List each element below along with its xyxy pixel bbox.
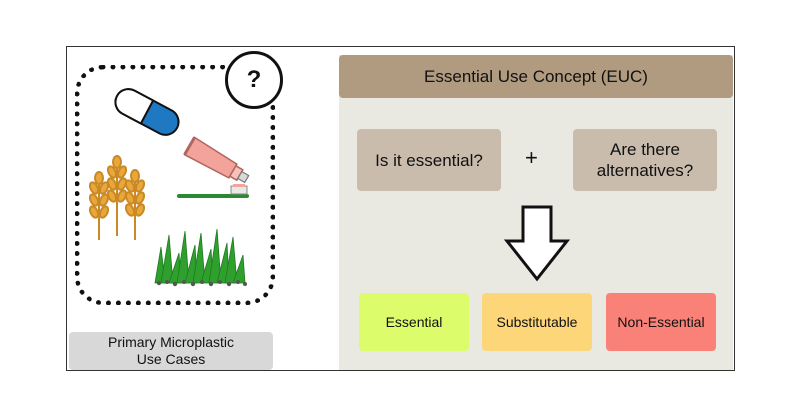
substitutable-result: Substitutable: [482, 293, 592, 351]
alternatives-question-line-2: alternatives?: [596, 161, 694, 180]
essential-question-label: Is it essential?: [375, 150, 483, 170]
dotted-boundary: [75, 65, 275, 305]
essential-result-label: Essential: [385, 314, 443, 330]
euc-header: Essential Use Concept (EUC): [339, 55, 733, 98]
plus-sign: +: [525, 145, 538, 170]
alternatives-question-line-1: Are there: [610, 140, 680, 159]
down-arrow-icon: [503, 205, 571, 282]
left-panel: ?: [67, 47, 333, 370]
caption-line-2: Use Cases: [136, 351, 206, 367]
wheat-icon: [88, 155, 146, 240]
figure-frame: ?: [66, 46, 735, 371]
use-cases-caption: Primary Microplastic Use Cases: [69, 332, 273, 370]
toothbrush-icon: [177, 184, 249, 198]
question-circle: ?: [225, 51, 283, 109]
substitutable-result-label: Substitutable: [496, 314, 578, 330]
toothpaste-icon: [183, 136, 250, 184]
capsule-icon: [114, 88, 180, 136]
essential-result: Essential: [359, 293, 469, 351]
grass-icon: [154, 228, 247, 287]
caption-line-1: Primary Microplastic: [107, 334, 234, 350]
essential-question-box: Is it essential?: [357, 129, 501, 191]
euc-header-label: Essential Use Concept (EUC): [424, 66, 648, 86]
question-mark: ?: [246, 66, 262, 93]
non-essential-result: Non-Essential: [606, 293, 716, 351]
alternatives-question-box: Are there alternatives?: [573, 129, 717, 191]
non-essential-result-label: Non-Essential: [617, 314, 705, 330]
euc-panel: Essential Use Concept (EUC) Is it essent…: [339, 55, 733, 370]
